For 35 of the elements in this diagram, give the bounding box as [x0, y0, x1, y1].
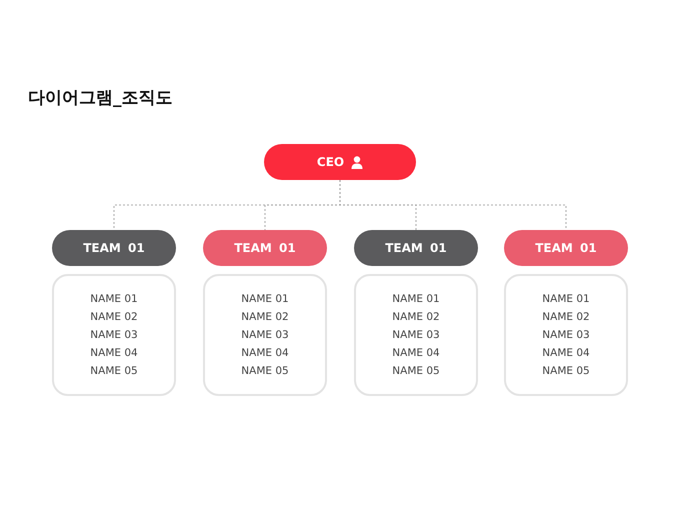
card-box [203, 274, 327, 396]
name-text: NAME 02 [90, 310, 138, 325]
name-text: NAME 04 [392, 346, 440, 361]
name-text: NAME 03 [392, 328, 440, 343]
box-label: TEAM 01 [234, 241, 296, 255]
name-text: NAME 01 [241, 292, 289, 307]
card-box [52, 274, 176, 396]
box-label: TEAM 01 [535, 241, 597, 255]
name-text: NAME 03 [542, 328, 590, 343]
pill-box [203, 230, 327, 266]
card-box [354, 274, 478, 396]
name-text: NAME 02 [241, 310, 289, 325]
box-label: CEO [316, 155, 344, 169]
box-label: TEAM 01 [83, 241, 145, 255]
name-text: NAME 02 [392, 310, 440, 325]
name-text: NAME 05 [542, 364, 590, 379]
name-text: NAME 03 [90, 328, 138, 343]
name-text: NAME 04 [90, 346, 138, 361]
name-text: NAME 01 [392, 292, 440, 307]
name-text: NAME 04 [542, 346, 590, 361]
pill-box [52, 230, 176, 266]
title: 다이어그램_조직도 [28, 87, 172, 109]
name-text: NAME 01 [542, 292, 590, 307]
pill-box [354, 230, 478, 266]
name-text: NAME 05 [90, 364, 138, 379]
box-label: TEAM 01 [385, 241, 447, 255]
pill-box [264, 144, 416, 180]
name-text: NAME 04 [241, 346, 289, 361]
card-box [504, 274, 628, 396]
name-text: NAME 05 [392, 364, 440, 379]
name-text: NAME 02 [542, 310, 590, 325]
name-text: NAME 01 [90, 292, 138, 307]
pill-box [504, 230, 628, 266]
name-text: NAME 05 [241, 364, 289, 379]
name-text: NAME 03 [241, 328, 289, 343]
